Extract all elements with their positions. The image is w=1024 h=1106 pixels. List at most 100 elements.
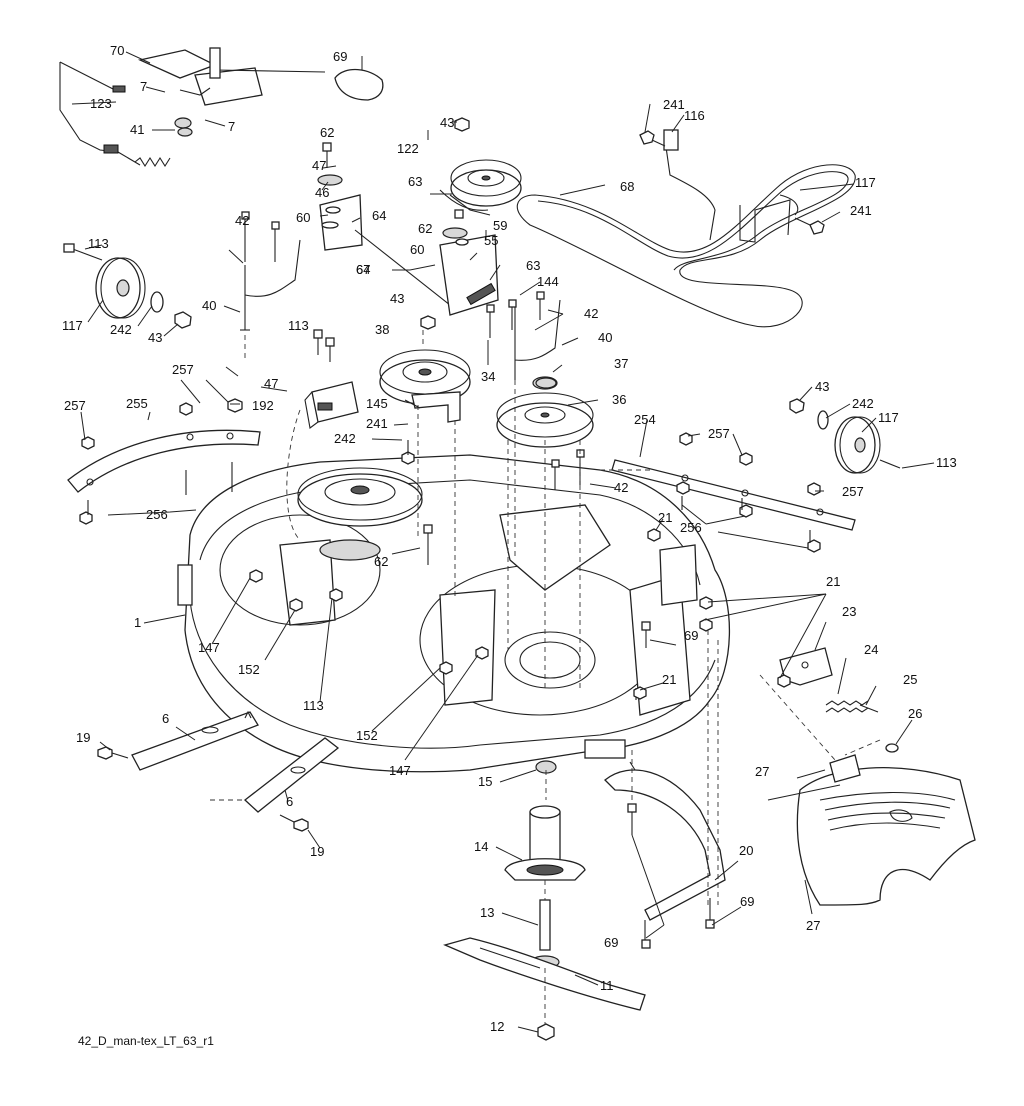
callout-64-label: 67 <box>356 262 370 277</box>
callout-122: 116 <box>684 108 705 123</box>
callout-19-lower: 19 <box>310 844 324 859</box>
stabilizer-bracket-6-lower <box>243 737 340 813</box>
callout-152: 123 <box>90 96 112 111</box>
callout-23: 23 <box>842 604 856 619</box>
bolt-195-lower <box>794 217 825 235</box>
hanger-bracket-254 <box>611 459 856 531</box>
mower-deck <box>177 454 731 773</box>
callout-56-upper: 60 <box>296 210 310 225</box>
callout-117: 117 <box>878 410 899 425</box>
belt-guide-122 <box>663 129 716 241</box>
callout-34: 34 <box>481 369 495 384</box>
callout-113: 113 <box>303 698 324 713</box>
callout-25: 25 <box>903 672 917 687</box>
deflector-bracket-20 <box>604 761 726 921</box>
callout-196-left: 242 <box>110 322 132 337</box>
bolt-19-upper <box>97 746 129 760</box>
callout-41-lower: 42 <box>614 480 628 495</box>
callout-32: 36 <box>612 392 626 407</box>
callout-69: 69 <box>684 628 698 643</box>
pulley-145 <box>449 159 522 216</box>
callout-13: 13 <box>480 905 494 920</box>
callout-40-top: 43 <box>440 115 454 130</box>
callout-47: 47 <box>264 376 278 391</box>
callout-20: 20 <box>739 843 753 858</box>
callout-40-mid: 43 <box>390 291 404 306</box>
callout-195-lower: 241 <box>850 203 872 218</box>
idler-arm-assembly <box>317 174 499 316</box>
callout-7-lower: 7 <box>228 119 235 134</box>
callout-27: 27 <box>806 918 820 933</box>
callout-36: 38 <box>375 322 389 337</box>
callout-64: 64 <box>356 262 370 277</box>
callout-68: 68 <box>620 179 634 194</box>
callout-145: 122 <box>397 141 419 156</box>
rod-25 <box>859 704 879 713</box>
callout-19-upper: 19 <box>76 730 90 745</box>
callout-257-right-top: 257 <box>708 426 730 441</box>
bolt-19-lower <box>279 814 309 832</box>
callout-257-far-left: 257 <box>64 398 86 413</box>
part-callouts: 70 69 7 123 7 41 241 116 43 62 122 47 63… <box>62 43 957 1048</box>
alignment-lines <box>210 330 881 1025</box>
callout-21-top: 21 <box>658 510 672 525</box>
lift-bracket-38-right <box>514 299 561 380</box>
callout-147: 144 <box>537 274 559 289</box>
discharge-chute-27 <box>796 754 976 906</box>
callout-67: 69 <box>333 49 347 64</box>
drawing-id-caption: 42_D_man-tex_LT_63_r1 <box>78 1034 214 1048</box>
callout-56-lower: 60 <box>410 242 424 257</box>
deflector-rod-29 <box>767 784 841 801</box>
callout-69: 69 <box>604 935 618 950</box>
callout-256-left: 256 <box>146 507 168 522</box>
callout-11: 11 <box>600 978 614 993</box>
callout-257-left-top: 257 <box>172 362 194 377</box>
callout-14: 14 <box>474 839 488 854</box>
callout-188-lower: 147 <box>389 763 411 778</box>
callout-55: 59 <box>493 218 507 233</box>
callout-6-lower: 6 <box>286 794 293 809</box>
idler-pulley-36 <box>379 349 471 423</box>
callout-26: 26 <box>908 706 922 721</box>
callout-38-right: 40 <box>598 330 612 345</box>
callout-40-left: 43 <box>148 330 162 345</box>
callout-241: 241 <box>366 416 388 431</box>
callout-116-left-label: 113 <box>88 236 109 251</box>
bracket-23 <box>779 647 833 686</box>
callout-116-right: 113 <box>936 455 957 470</box>
stabilizer-bracket-6-upper <box>131 710 259 771</box>
blade-spindle-assembly <box>443 760 646 1041</box>
callout-257-right: 257 <box>842 484 864 499</box>
callout-43: 47 <box>312 158 326 173</box>
bolt-195-upper <box>639 130 666 147</box>
leader-lines <box>71 51 935 1033</box>
callout-57-upper: 62 <box>320 125 334 140</box>
callout-15: 15 <box>478 774 492 789</box>
callout-41-right: 42 <box>584 306 598 321</box>
callout-242: 242 <box>334 431 356 446</box>
left-deck-pulley <box>297 467 423 561</box>
gauge-wheel-left <box>63 243 192 329</box>
spring-24 <box>825 700 869 713</box>
gauge-wheel-right <box>789 398 901 474</box>
callout-1: 1 <box>134 615 141 630</box>
callout-12: 12 <box>490 1019 504 1034</box>
callout-255: 255 <box>126 396 148 411</box>
nut-26 <box>885 743 899 753</box>
hanger-bracket-255 <box>67 429 261 493</box>
callout-63: 63 <box>526 258 540 273</box>
drive-belt-68 <box>516 164 856 328</box>
callout-254: 254 <box>634 412 656 427</box>
callout-38-left: 40 <box>202 298 216 313</box>
callout-60: 64 <box>372 208 386 223</box>
belt-guide-123 <box>739 194 799 243</box>
callout-195-upper: 241 <box>663 97 685 112</box>
deck-lift-handle <box>59 47 384 168</box>
callout-59: 63 <box>408 174 422 189</box>
callout-196-right: 242 <box>852 396 874 411</box>
callout-62: 62 <box>374 554 388 569</box>
callout-6-upper: 6 <box>162 711 169 726</box>
callout-113: 113 <box>288 318 309 333</box>
callout-46: 55 <box>484 233 498 248</box>
callout-69: 69 <box>740 894 754 909</box>
